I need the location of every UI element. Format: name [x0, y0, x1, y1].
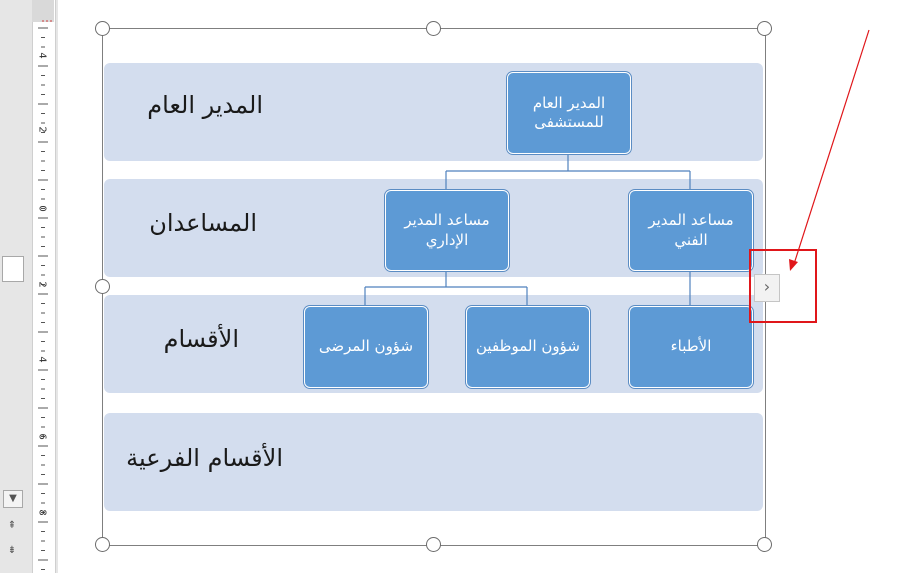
arrow-head-icon [789, 259, 798, 271]
box-technical-assistant[interactable]: مساعد المدير الفني [629, 190, 753, 271]
ruler-strip [32, 0, 56, 573]
previous-page-icon[interactable]: ⇞ [7, 520, 17, 531]
resize-handle[interactable] [426, 21, 441, 36]
resize-handle[interactable] [95, 279, 110, 294]
box-general-manager[interactable]: المدير العام للمستشفى [507, 72, 631, 154]
text-pane-toggle-button[interactable]: › [754, 274, 780, 302]
band-label: المساعدان [149, 209, 257, 237]
box-admin-assistant[interactable]: مساعد المدير الإداري [385, 190, 509, 271]
ruler-margin-shade [32, 0, 54, 22]
resize-handle[interactable] [757, 21, 772, 36]
ruler-marker[interactable] [2, 256, 24, 282]
dropdown-arrow-icon[interactable]: ▼ [3, 490, 23, 508]
vertical-ruler: 4 2 0 2 4 6 8 ▼ ⇞ ⇟ [0, 0, 58, 573]
box-doctors[interactable]: الأطباء [629, 306, 753, 388]
band-sub-departments[interactable]: الأقسام الفرعية [104, 413, 763, 511]
ruler-ticks [38, 20, 54, 570]
band-label: الأقسام الفرعية [126, 444, 283, 472]
resize-handle[interactable] [426, 537, 441, 552]
band-label: المدير العام [147, 91, 263, 119]
box-patient-affairs[interactable]: شؤون المرضى [304, 306, 428, 388]
resize-handle[interactable] [95, 21, 110, 36]
box-staff-affairs[interactable]: شؤون الموظفين [466, 306, 590, 388]
next-page-icon[interactable]: ⇟ [7, 545, 17, 556]
band-general-manager[interactable]: المدير العام [104, 63, 763, 161]
highlight-box [749, 249, 817, 323]
band-label: الأقسام [163, 325, 239, 353]
resize-handle[interactable] [757, 537, 772, 552]
resize-handle[interactable] [95, 537, 110, 552]
